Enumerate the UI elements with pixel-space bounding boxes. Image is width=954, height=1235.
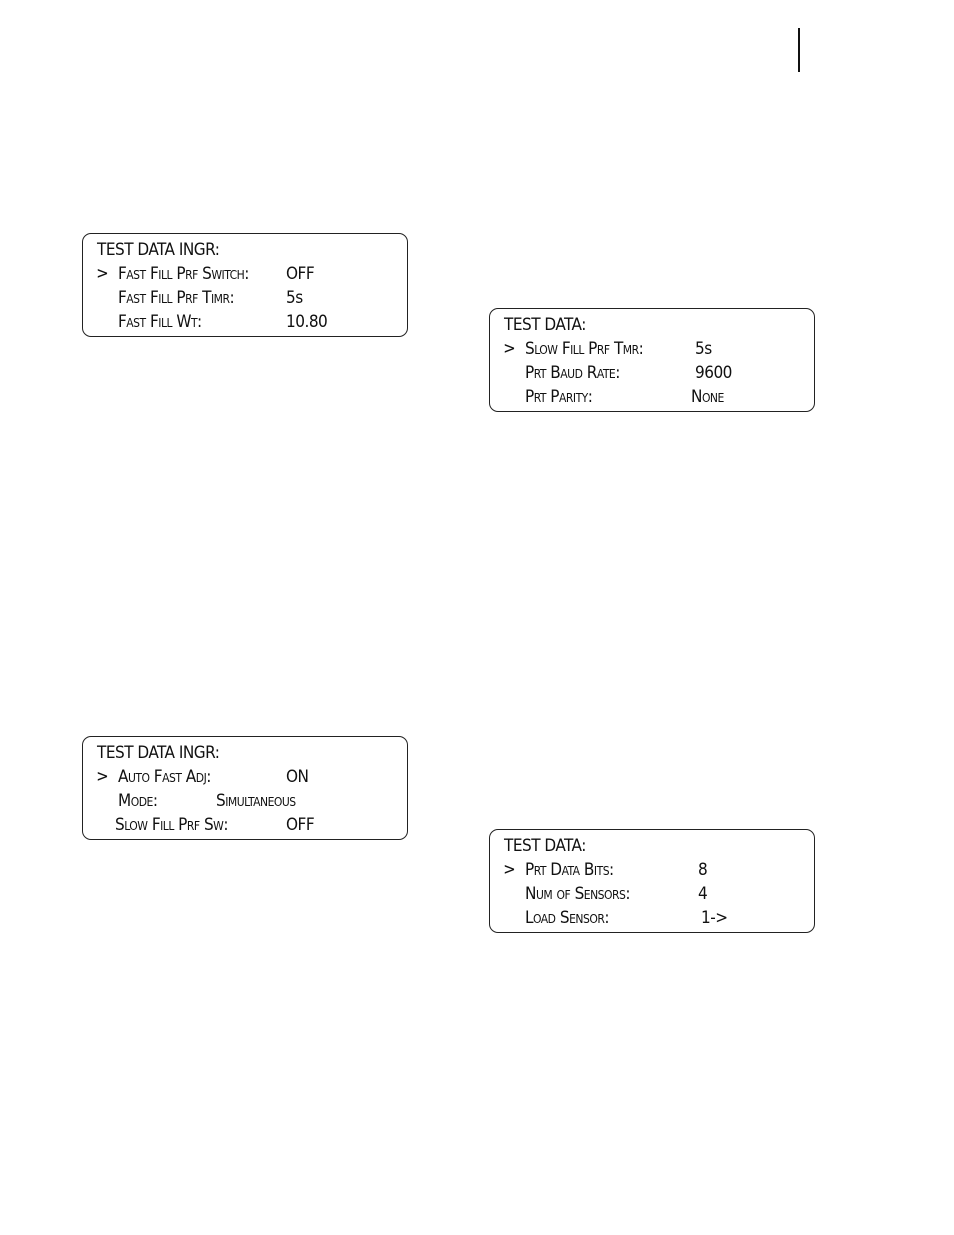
cursor-arrow-icon: > bbox=[97, 263, 108, 284]
lcd-row-label: Num of Sensors: bbox=[525, 884, 631, 904]
cursor-arrow-icon: > bbox=[97, 766, 108, 787]
lcd-row-label: Slow Fill Prf Sw: bbox=[115, 815, 229, 835]
lcd-row-value: OFF bbox=[286, 815, 315, 835]
lcd-row-label: Prt Baud Rate: bbox=[525, 363, 620, 383]
lcd-row-label: Mode: bbox=[118, 791, 158, 811]
lcd-row-label: Prt Data Bits: bbox=[525, 860, 614, 880]
lcd-row-label: Fast Fill Prf Timr: bbox=[118, 288, 235, 308]
lcd-row-value: Simultaneous bbox=[216, 791, 296, 811]
lcd-row-value: 8 bbox=[698, 860, 708, 880]
lcd-display-printer: TEST DATA: > Slow Fill Prf Tmr: 5s Prt B… bbox=[489, 308, 815, 412]
lcd-row-label: Load Sensor: bbox=[525, 908, 609, 928]
lcd-row-value: ON bbox=[286, 767, 309, 787]
lcd-row-label: Fast Fill Wt: bbox=[118, 312, 202, 332]
lcd-row-value: 4 bbox=[698, 884, 708, 904]
cursor-arrow-icon: > bbox=[504, 338, 515, 359]
lcd-row-value: OFF bbox=[286, 264, 315, 284]
lcd-row-value: 1-> bbox=[701, 908, 728, 928]
lcd-display-auto-fast: TEST DATA INGR: > Auto Fast Adj: ON Mode… bbox=[82, 736, 408, 840]
lcd-title: TEST DATA INGR: bbox=[97, 240, 220, 260]
lcd-row-label: Auto Fast Adj: bbox=[118, 767, 211, 787]
lcd-display-fast-fill: TEST DATA INGR: > Fast Fill Prf Switch: … bbox=[82, 233, 408, 337]
lcd-title: TEST DATA INGR: bbox=[97, 743, 220, 763]
lcd-row-value: 5s bbox=[695, 339, 712, 359]
lcd-title: TEST DATA: bbox=[504, 836, 586, 856]
lcd-row-label: Prt Parity: bbox=[525, 387, 593, 407]
lcd-display-sensors: TEST DATA: > Prt Data Bits: 8 Num of Sen… bbox=[489, 829, 815, 933]
lcd-row-value: None bbox=[691, 387, 724, 407]
lcd-title: TEST DATA: bbox=[504, 315, 586, 335]
page-header-rule bbox=[798, 28, 800, 72]
lcd-row-value: 10.80 bbox=[286, 312, 328, 332]
lcd-row-label: Slow Fill Prf Tmr: bbox=[525, 339, 644, 359]
lcd-row-value: 9600 bbox=[695, 363, 732, 383]
lcd-row-value: 5s bbox=[286, 288, 303, 308]
cursor-arrow-icon: > bbox=[504, 859, 515, 880]
lcd-row-label: Fast Fill Prf Switch: bbox=[118, 264, 249, 284]
